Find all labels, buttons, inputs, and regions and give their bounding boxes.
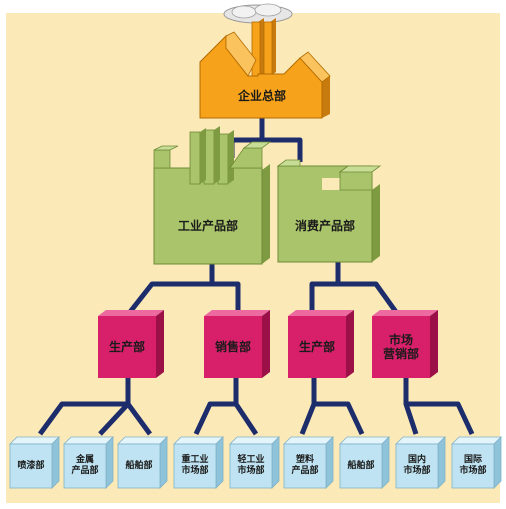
unit-box-9: [451, 436, 502, 489]
unit-box-3: [117, 436, 168, 489]
dept-box-sales: [204, 310, 270, 378]
unit-box-8: [395, 436, 446, 489]
unit-box-5: [229, 436, 280, 489]
headquarters-label: 企业总部: [237, 88, 286, 103]
unit-label-heavy-industry-market: 重工业 市场部: [181, 455, 209, 476]
connector-industrial-depts: [128, 262, 241, 314]
unit-box-6: [283, 436, 334, 489]
dept-box-production-2: [288, 310, 354, 378]
unit-boxes: [9, 436, 502, 489]
unit-label-shipping-2: 船舶部: [347, 460, 375, 471]
consumer-division-label: 消费产品部: [294, 218, 355, 233]
unit-box-2: [63, 436, 114, 489]
industrial-division-building: [153, 126, 272, 265]
unit-box-7: [339, 436, 390, 489]
unit-label-metal-products: 金属 产品部: [71, 455, 99, 476]
headquarters-building: [199, 3, 331, 119]
unit-label-painting: 喷漆部: [17, 460, 45, 471]
unit-label-domestic-market: 国内 市场部: [403, 455, 431, 476]
connector-lines: [37, 112, 475, 436]
unit-box-4: [173, 436, 224, 489]
production-dept-1-label: 生产部: [108, 339, 145, 354]
unit-label-shipping-1: 船舶部: [125, 460, 153, 471]
connector-production1-units: [37, 378, 153, 436]
marketing-dept-label: 市场 营销部: [382, 332, 419, 361]
connector-sales-units: [193, 378, 259, 436]
connector-consumer-depts: [309, 262, 399, 314]
unit-label-plastic-products: 塑料 产品部: [291, 455, 319, 476]
dept-box-production-1: [98, 310, 164, 378]
dept-box-marketing: [372, 310, 438, 378]
department-boxes: [98, 310, 438, 378]
connector-marketing-units: [403, 378, 475, 436]
unit-box-1: [9, 436, 60, 489]
consumer-division-building: [276, 159, 382, 263]
production-dept-2-label: 生产部: [298, 339, 335, 354]
industrial-division-label: 工业产品部: [177, 218, 238, 233]
unit-label-international-market: 国际 市场部: [459, 455, 487, 476]
sales-dept-label: 销售部: [214, 339, 251, 354]
unit-label-light-industry-market: 轻工业 市场部: [237, 455, 265, 476]
connector-production2-units: [299, 378, 365, 436]
